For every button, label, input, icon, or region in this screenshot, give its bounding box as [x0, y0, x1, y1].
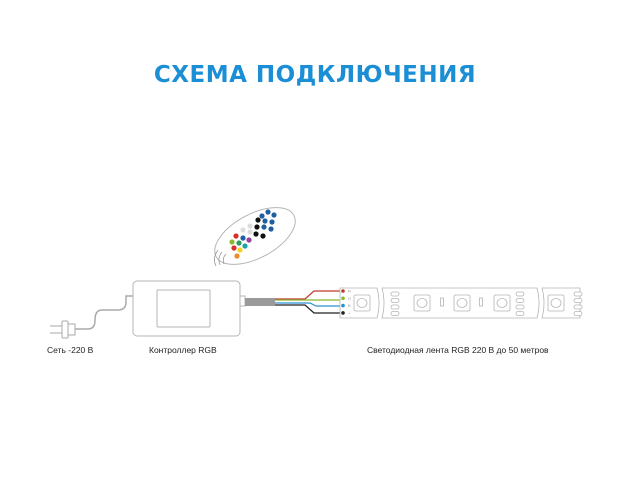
- resistor: [479, 297, 483, 307]
- remote-button: [253, 231, 259, 237]
- remote-control: [214, 207, 296, 267]
- remote-button: [265, 209, 271, 215]
- remote-button: [269, 219, 275, 225]
- resistor: [440, 297, 444, 307]
- strip-label: Светодиодная лента RGB 220 В до 50 метро…: [367, 345, 549, 355]
- pin-label: +: [348, 310, 351, 315]
- remote-button: [271, 212, 277, 218]
- led-strip: [339, 287, 583, 319]
- solder-pad: [515, 304, 525, 310]
- remote-button: [255, 217, 261, 223]
- strip-pin: [341, 289, 345, 293]
- strip-pin: [341, 296, 345, 301]
- wires: [275, 290, 342, 314]
- remote-button: [261, 224, 267, 230]
- pin-label: B: [348, 303, 351, 308]
- remote-button: [231, 245, 237, 251]
- remote-button: [229, 239, 235, 245]
- remote-button: [259, 213, 265, 219]
- strip-pin: [341, 311, 345, 315]
- remote-button: [268, 226, 274, 232]
- pin-label: G: [348, 296, 351, 301]
- pin-label: R: [348, 289, 351, 294]
- controller-label: Контроллер RGB: [149, 345, 217, 355]
- controller-box: [132, 280, 275, 337]
- power-plug: [50, 295, 133, 339]
- remote-button: [262, 218, 268, 224]
- remote-button: [260, 233, 266, 239]
- solder-pad: [390, 291, 400, 297]
- remote-button: [240, 227, 246, 233]
- remote-button: [247, 223, 253, 229]
- solder-pad: [573, 304, 583, 310]
- remote-button: [254, 224, 260, 230]
- solder-pad: [390, 311, 400, 316]
- cable: [245, 298, 275, 306]
- solder-pad: [515, 298, 525, 303]
- solder-pad: [390, 298, 400, 303]
- remote-button: [247, 229, 253, 235]
- solder-pad: [515, 311, 525, 316]
- remote-button: [240, 235, 246, 241]
- solder-pad: [515, 291, 525, 297]
- page-title: СХЕМА ПОДКЛЮЧЕНИЯ: [153, 62, 477, 88]
- remote-button: [234, 253, 240, 259]
- solder-pad: [573, 298, 583, 303]
- remote-button: [246, 237, 252, 243]
- power-label: Сеть -220 В: [47, 345, 94, 355]
- remote-button: [237, 247, 243, 253]
- solder-pad: [390, 304, 400, 310]
- solder-pad: [573, 291, 583, 297]
- remote-button: [236, 240, 242, 246]
- remote-button: [233, 233, 239, 239]
- solder-pad: [573, 311, 583, 316]
- strip-pin: [341, 303, 345, 308]
- signal-waves-icon: [214, 249, 227, 267]
- remote-button: [242, 243, 248, 249]
